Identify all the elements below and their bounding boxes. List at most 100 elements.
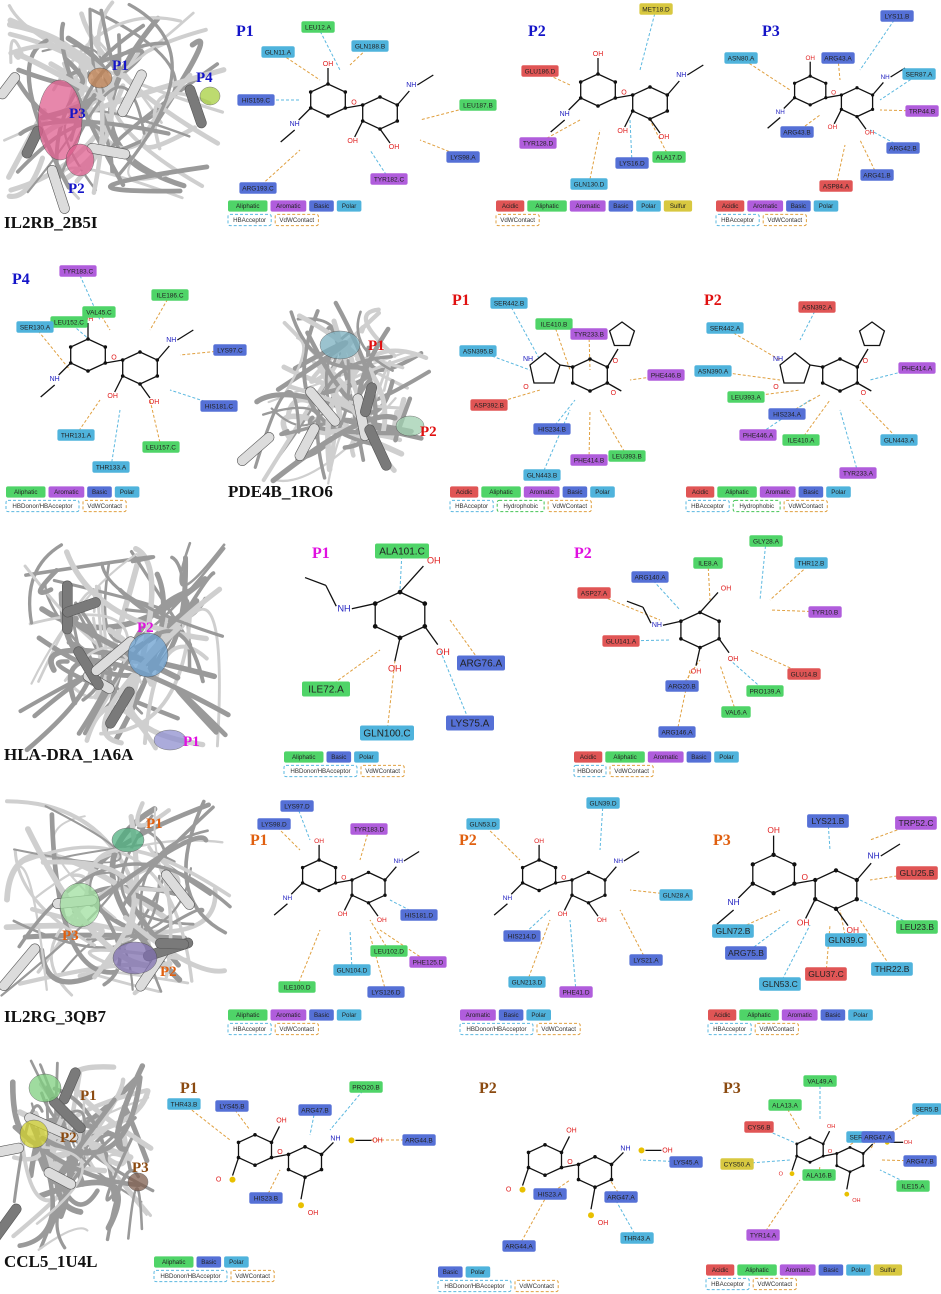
chip-background	[693, 557, 723, 569]
atom-label: NH	[503, 895, 513, 902]
residue-chip: HIS214.D	[503, 930, 541, 942]
bond	[298, 107, 312, 121]
chip-label: PHE446.B	[651, 372, 681, 379]
interaction-line	[719, 664, 737, 713]
residue-chip: ARG44.B	[402, 1134, 436, 1146]
legend-label: HBDonor/HBAcceptor	[466, 1026, 526, 1033]
residue-chip: GLN39.D	[586, 797, 620, 809]
atom-label: NH	[773, 356, 783, 363]
bond	[270, 1126, 281, 1143]
chip-background	[708, 1009, 737, 1021]
sugar-ring	[70, 338, 106, 372]
chip-label: GLY28.A	[753, 538, 780, 545]
ribbon-strand	[96, 0, 115, 56]
atom	[838, 389, 842, 393]
chip-label: Polar	[342, 1012, 356, 1019]
atom	[138, 350, 142, 354]
atom-label: NH	[868, 850, 880, 860]
residue-chip: LEU157.C	[142, 441, 180, 453]
bond	[176, 329, 194, 341]
chip-background	[309, 200, 334, 212]
chip-background	[807, 814, 849, 828]
residue-chip: GLN443.B	[523, 469, 561, 481]
atom-label: OH	[847, 925, 860, 935]
chip-label: Aliphatic	[747, 1012, 770, 1019]
bond	[40, 384, 56, 398]
chip-label: Aliphatic	[725, 489, 748, 496]
atom	[378, 95, 382, 99]
residue-chip: ALA101.C	[375, 543, 429, 559]
chip-label: Basic	[92, 489, 107, 496]
bond	[825, 94, 842, 99]
atom	[679, 637, 683, 641]
interaction-lines	[537, 8, 670, 185]
sugar-ring	[580, 73, 616, 107]
legend-chip-aromatic: Aromatic	[647, 751, 684, 763]
chip-background	[636, 200, 661, 212]
legend-line-vdwcontact: VdWContact	[754, 1022, 799, 1036]
legend-chip-basic: Basic	[498, 1009, 524, 1021]
chip-label: VAL6.A	[725, 709, 747, 716]
chip-label: LYS75.A	[451, 719, 490, 730]
bond	[846, 1171, 851, 1190]
ribbon-strand	[135, 801, 171, 828]
ribbon-strand	[144, 907, 205, 941]
site-label-P1: P1	[80, 1088, 97, 1104]
atom-label: O	[506, 1187, 512, 1194]
residue-chip: TYR183.C	[59, 265, 97, 277]
protein-name: CCL5_1U4L	[4, 1252, 98, 1271]
legend-box	[752, 1277, 797, 1291]
atom-label: OH	[149, 399, 160, 406]
ribbon-strand	[32, 665, 113, 736]
legend-box	[449, 499, 494, 513]
atom	[861, 1164, 865, 1168]
chip-background	[213, 344, 247, 356]
interaction-line	[620, 639, 671, 642]
chip-label: Basic	[691, 754, 706, 761]
legend-line-vdwcontact: VdWContact	[783, 499, 828, 513]
interaction-line	[508, 302, 541, 361]
panel-title: P2	[704, 292, 722, 309]
interaction-line	[317, 26, 341, 71]
panel-title: P1	[180, 1080, 198, 1097]
sulfur-atom	[519, 1186, 526, 1193]
residue-chip: ARG42.B	[886, 142, 920, 154]
helix-cylinder	[160, 869, 195, 910]
bond	[114, 375, 124, 393]
sugar-ring	[577, 1156, 613, 1188]
legend-label: VdWContact	[767, 217, 802, 224]
chip-label: PHE414.A	[902, 365, 933, 372]
chip-background	[375, 543, 429, 559]
chip-background	[196, 1256, 222, 1268]
chip-label: LEU393.A	[731, 394, 761, 401]
residue-chip: ARG47.B	[903, 1155, 937, 1167]
chip-background	[846, 1264, 871, 1276]
chip-background	[400, 909, 438, 921]
atom-label: OH	[659, 134, 670, 141]
sugar-ring	[840, 87, 874, 118]
bond	[615, 94, 633, 99]
interaction-lines	[736, 1081, 928, 1236]
residue-chip: LYS11.B	[880, 10, 914, 22]
ribbon-strand	[55, 659, 180, 721]
atom	[155, 374, 160, 378]
chip-label: Acidic	[714, 1012, 731, 1019]
chip-label: ILE410.A	[788, 437, 815, 444]
chip-label: Basic	[201, 1259, 216, 1266]
atom-label: NH	[728, 897, 740, 907]
atom	[236, 1140, 241, 1145]
residue-chip: THR131.A	[57, 429, 95, 441]
chip-background	[521, 65, 559, 77]
chip-background	[257, 818, 291, 830]
bond	[559, 364, 573, 368]
atom-label: O	[341, 874, 346, 881]
chip-background	[786, 200, 811, 212]
helix-cylinder	[0, 1203, 22, 1254]
atom	[855, 86, 859, 90]
atom	[308, 90, 313, 94]
interaction-line	[526, 919, 551, 983]
legend-chip-aromatic: Aromatic	[48, 486, 85, 498]
atom	[120, 358, 125, 362]
legend-chip-acidic: Acidic	[574, 751, 603, 763]
